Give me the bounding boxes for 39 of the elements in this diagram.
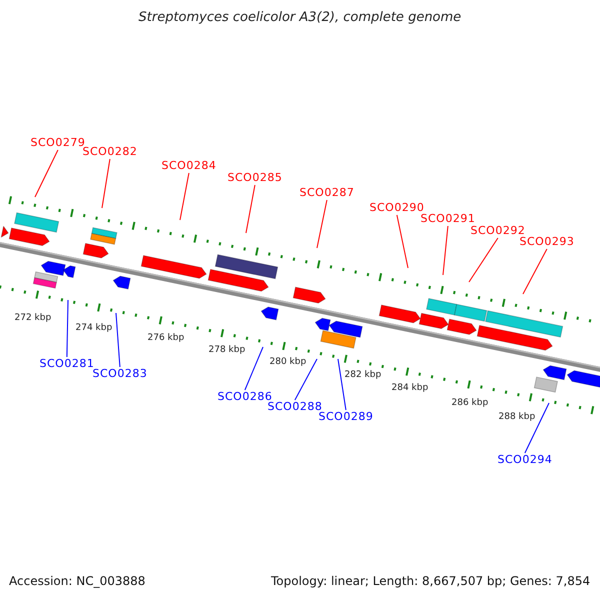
gene-label: SCO0285 bbox=[228, 171, 282, 185]
leader-line bbox=[468, 238, 498, 282]
leader-line bbox=[396, 214, 408, 268]
footer-text: Accession: NC_003888 bbox=[9, 574, 146, 588]
leader-line bbox=[102, 158, 110, 208]
footer-text: Topology: linear; Length: 8,667,507 bp; Genes: 7,854 bbox=[271, 574, 590, 588]
gene-label: SCO0287 bbox=[300, 186, 354, 200]
scale-label: 280 kbp bbox=[270, 356, 306, 369]
leader-line bbox=[442, 226, 448, 276]
leader-line bbox=[180, 172, 190, 220]
leader-line bbox=[244, 346, 264, 390]
diagram-title: Streptomyces coelicolor A3(2), complete genome bbox=[138, 11, 462, 25]
leader-line bbox=[524, 402, 550, 454]
gene-label: SCO0289 bbox=[318, 410, 374, 424]
leader-line bbox=[522, 248, 548, 294]
scale-label: 276 kbp bbox=[148, 332, 184, 345]
leader-line bbox=[246, 184, 256, 234]
leader-line bbox=[34, 150, 58, 198]
gene-label: SCO0284 bbox=[162, 159, 216, 173]
gene-label: SCO0293 bbox=[520, 235, 574, 249]
scale-label: 286 kbp bbox=[452, 397, 488, 410]
scale-label: 288 kbp bbox=[498, 411, 536, 424]
leader-line bbox=[116, 312, 120, 368]
gene-label: SCO0290 bbox=[370, 201, 424, 215]
scale-label: 278 kbp bbox=[208, 344, 246, 357]
scale-label: 282 kbp bbox=[344, 369, 382, 382]
gene-label: SCO0282 bbox=[82, 145, 138, 159]
leader-line bbox=[66, 300, 68, 358]
gene-label: SCO0291 bbox=[420, 212, 476, 226]
leader-line bbox=[294, 358, 318, 400]
scale-label: 272 kbp bbox=[14, 312, 52, 325]
gene-label: SCO0283 bbox=[92, 367, 148, 381]
gene-label: SCO0281 bbox=[40, 357, 94, 371]
gene-label: SCO0294 bbox=[498, 453, 552, 467]
scale-label: 274 kbp bbox=[76, 322, 112, 335]
leader-line bbox=[316, 200, 328, 248]
gene-label: SCO0292 bbox=[470, 224, 526, 238]
leader-line bbox=[338, 358, 346, 410]
scale-label: 284 kbp bbox=[392, 382, 428, 395]
